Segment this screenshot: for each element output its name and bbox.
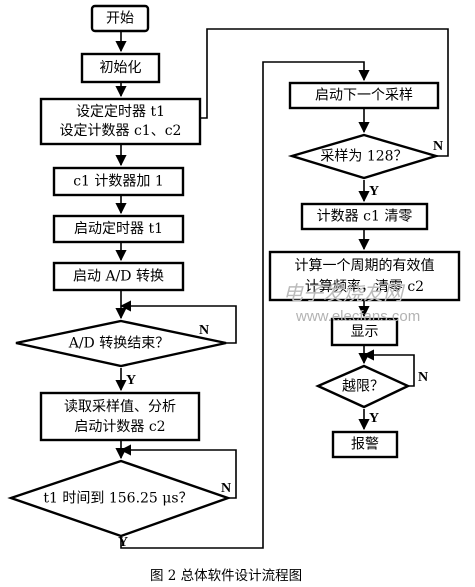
connector-yes-to-next-sample <box>120 61 370 549</box>
set-timer-label: 设定定时器 t1 <box>76 104 165 120</box>
sample-128-label: 采样为 128？ <box>320 149 407 165</box>
over-limit-no-label: N <box>418 370 428 385</box>
set-timer-counter-box <box>39 97 202 146</box>
over-limit-yes-label: Y <box>369 411 379 426</box>
display-label: 显示 <box>351 324 379 340</box>
t1-time-no-label: N <box>221 481 231 496</box>
start-ad-box <box>52 261 185 292</box>
sample-128-yes-label: Y <box>369 184 379 199</box>
alarm-label: 报警 <box>351 437 379 453</box>
clear-c1-box <box>300 202 429 231</box>
compute-line2-label: 计算频率，清零 c2 <box>305 278 424 295</box>
compute-box <box>268 250 461 302</box>
loop-ad-no <box>119 300 237 344</box>
start-timer-label: 启动定时器 t1 <box>74 221 163 237</box>
t1-time-decision <box>7 459 232 538</box>
sample-128-decision <box>287 133 441 180</box>
start-node <box>90 4 150 33</box>
compute-line1-label: 计算一个周期的有效值 <box>295 258 435 274</box>
ad-done-decision <box>15 319 227 368</box>
read-sample-label: 读取采样值、分析 <box>64 398 176 415</box>
read-sample-box <box>39 391 201 442</box>
loop-t1-no <box>119 444 237 499</box>
set-counter-label: 设定计数器 c1、c2 <box>60 123 182 139</box>
counter-add-box <box>52 166 185 197</box>
next-sample-label: 启动下一个采样 <box>315 88 413 104</box>
counter-add-label: c1 计数器加 1 <box>73 174 164 190</box>
init-box <box>80 52 161 84</box>
start-label: 开始 <box>106 11 134 27</box>
start-counter-c2-label: 启动计数器 c2 <box>74 419 165 435</box>
t1-time-yes-label: Y <box>118 535 128 550</box>
display-box <box>330 317 399 347</box>
init-label: 初始化 <box>100 59 142 76</box>
clear-c1-label: 计数器 c1 清零 <box>317 209 413 225</box>
alarm-box <box>331 430 399 459</box>
t1-time-label: t1 时间到 156.25 μs？ <box>43 491 192 507</box>
sample-128-no-label: N <box>433 139 443 154</box>
over-limit-label: 越限？ <box>342 379 384 395</box>
next-sample-box <box>288 81 440 110</box>
start-timer-box <box>52 214 185 244</box>
ad-done-no-label: N <box>199 323 209 338</box>
ad-done-label: A/D 转换结束？ <box>68 335 170 352</box>
watermark-url: www.elecfans.com <box>295 308 420 325</box>
watermark-brand: 电子发烧友网 <box>283 281 406 305</box>
over-limit-decision <box>315 364 411 409</box>
figure-caption: 图 2 总体软件设计流程图 <box>150 568 302 584</box>
start-ad-label: 启动 A/D 转换 <box>73 268 164 285</box>
loop-limit-no <box>362 349 415 387</box>
ad-done-yes-label: Y <box>126 373 136 388</box>
